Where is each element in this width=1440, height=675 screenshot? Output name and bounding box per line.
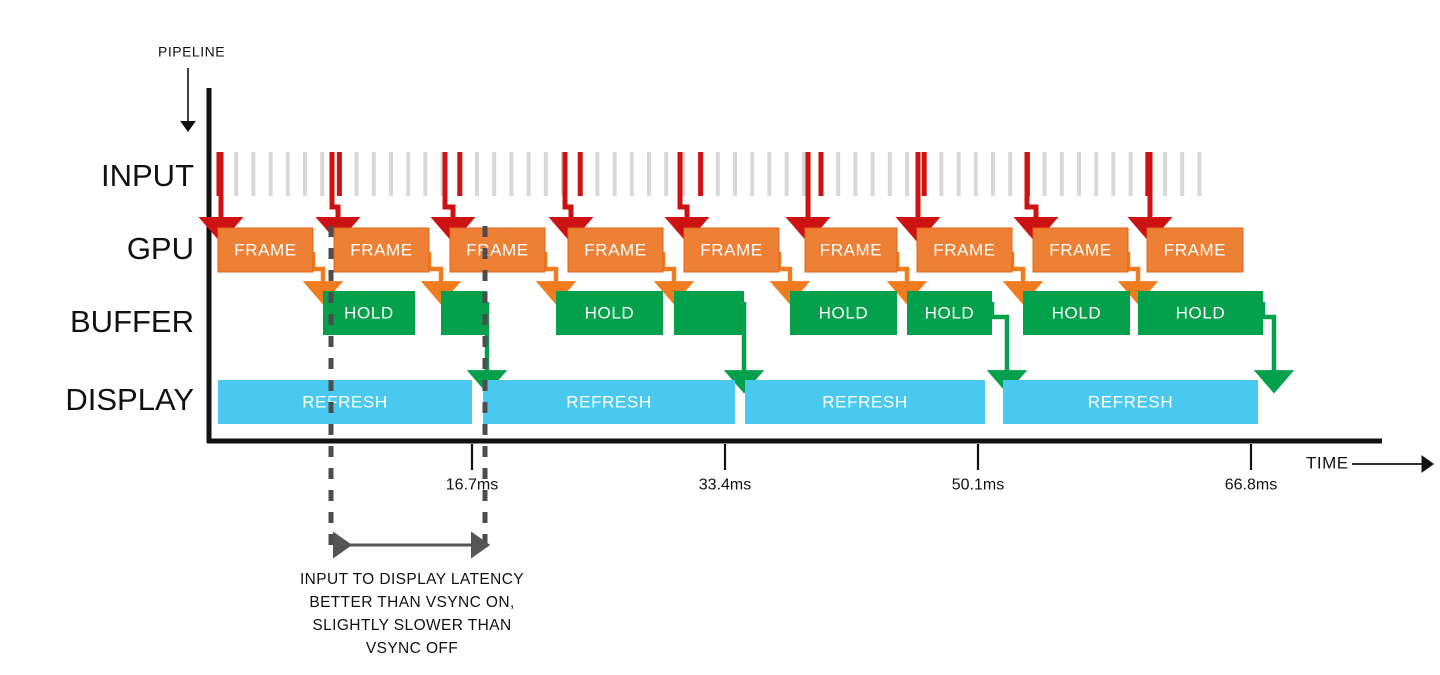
- buffer-hold-series: HOLD HOLD HOLD HOLD HOLD HOLD: [323, 291, 1263, 335]
- gpu-frame-bar-label: FRAME: [820, 240, 883, 259]
- gpu-to-buffer-connector: [1002, 252, 1044, 305]
- display-refresh-bar-label: REFRESH: [302, 392, 387, 411]
- time-axis-label: TIME: [1306, 453, 1349, 472]
- annotation-line: BETTER THAN VSYNC ON,: [309, 594, 514, 611]
- buffer-hold-bar: [907, 291, 992, 335]
- display-refresh-series: REFRESH REFRESH REFRESH REFRESH: [218, 380, 1258, 424]
- annotation-note: INPUT TO DISPLAY LATENCY BETTER THAN VSYN…: [300, 571, 524, 657]
- buffer-hold-bar: [790, 291, 897, 335]
- buffer-hold-bar: [1138, 291, 1263, 335]
- gpu-frame-bar: [1032, 227, 1129, 273]
- gpu-frame-bar: [916, 227, 1013, 273]
- buffer-hold-bar: [674, 291, 744, 335]
- input-event-arrow: [1013, 152, 1059, 243]
- input-event-arrow: [315, 152, 361, 243]
- row-label-buffer: BUFFER: [70, 304, 194, 339]
- row-labels: INPUT GPU BUFFER DISPLAY: [65, 158, 194, 417]
- gpu-to-buffer-connector: [653, 252, 695, 305]
- time-tick-label: 33.4ms: [699, 476, 751, 493]
- row-label-input: INPUT: [101, 158, 194, 193]
- input-event-arrow: [664, 152, 710, 243]
- display-refresh-bar: [745, 380, 985, 424]
- input-arrow-series: [198, 152, 1173, 243]
- gpu-frame-series: FRAME FRAME FRAME FRAME FRAME FRAME FRAME FRAME…: [217, 227, 1244, 273]
- input-event-arrow: [430, 152, 476, 243]
- guide-line-series: [328, 226, 488, 552]
- annotation-line: SLIGHTLY SLOWER THAN: [312, 617, 511, 634]
- display-refresh-bar: [1003, 380, 1258, 424]
- gpu-to-buffer-connector: [1117, 252, 1159, 305]
- buffer-hold-bar-label: HOLD: [1052, 303, 1102, 322]
- buffer-hold-bar-label: HOLD: [925, 303, 975, 322]
- pipeline-caption: PIPELINE: [158, 44, 225, 60]
- gpu-frame-bar-label: FRAME: [234, 240, 297, 259]
- gpu-frame-bar-label: FRAME: [933, 240, 996, 259]
- annotation-line: VSYNC OFF: [366, 640, 458, 657]
- buffer-hold-bar-label: HOLD: [344, 303, 394, 322]
- gpu-frame-bar-label: FRAME: [466, 240, 529, 259]
- input-event-arrow: [548, 152, 594, 243]
- row-label-gpu: GPU: [127, 231, 194, 266]
- gpu-frame-bar: [449, 227, 546, 273]
- buffer-to-display-connector: [986, 302, 1028, 394]
- buffer-hold-bar: [1023, 291, 1130, 335]
- display-refresh-bar: [483, 380, 735, 424]
- time-tick-label: 66.8ms: [1225, 476, 1277, 493]
- buffer-hold-bar: [441, 291, 487, 335]
- gpu-to-buffer-connector: [302, 252, 344, 305]
- row-label-display: DISPLAY: [65, 382, 194, 417]
- time-tick-label: 16.7ms: [446, 476, 498, 493]
- annotation-line: INPUT TO DISPLAY LATENCY: [300, 571, 524, 588]
- gpu-frame-bar-label: FRAME: [584, 240, 647, 259]
- gpu-frame-bar: [1146, 227, 1244, 273]
- input-tick-series: [216, 152, 1202, 196]
- display-refresh-bar-label: REFRESH: [566, 392, 651, 411]
- display-refresh-bar-label: REFRESH: [1088, 392, 1173, 411]
- time-tick-series: 16.7ms 33.4ms 50.1ms 66.8ms: [446, 444, 1277, 493]
- gpu-frame-bar: [333, 227, 430, 273]
- display-refresh-bar-label: REFRESH: [822, 392, 907, 411]
- gpu-to-buffer-connector: [420, 252, 462, 305]
- gpu-frame-bar-label: FRAME: [1049, 240, 1112, 259]
- gpu-frame-bar-label: FRAME: [1164, 240, 1227, 259]
- buffer-hold-bar-label: HOLD: [585, 303, 635, 322]
- gpu-frame-bar: [217, 227, 314, 273]
- gpu-frame-bar: [683, 227, 780, 273]
- gpu-to-buffer-connector: [535, 252, 577, 305]
- gpu-frame-bar: [567, 227, 664, 273]
- time-tick-label: 50.1ms: [952, 476, 1004, 493]
- gpu-frame-bar: [804, 227, 898, 273]
- buffer-hold-bar: [323, 291, 415, 335]
- gpu-frame-bar-label: FRAME: [700, 240, 763, 259]
- gpu-to-buffer-connector: [886, 252, 928, 305]
- buffer-to-display-connector: [1253, 302, 1295, 394]
- buffer-hold-bar-label: HOLD: [819, 303, 869, 322]
- buffer-hold-bar-label: HOLD: [1176, 303, 1226, 322]
- display-refresh-bar: [218, 380, 472, 424]
- buffer-hold-bar: [556, 291, 663, 335]
- gpu-to-buffer-connector: [769, 252, 811, 305]
- gpu-frame-bar-label: FRAME: [350, 240, 413, 259]
